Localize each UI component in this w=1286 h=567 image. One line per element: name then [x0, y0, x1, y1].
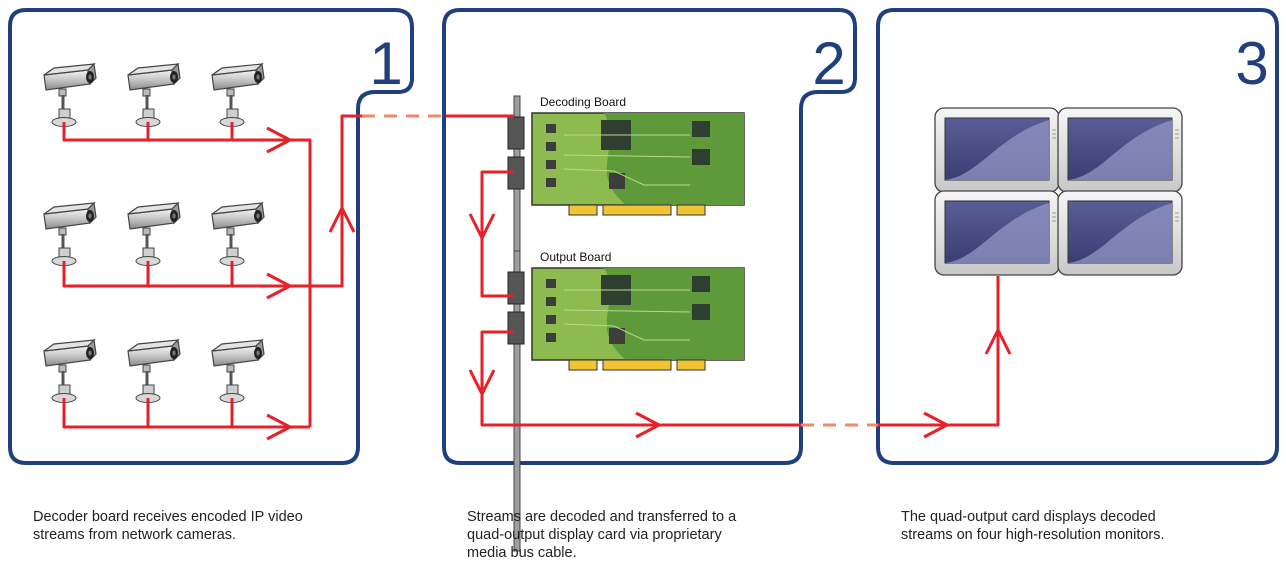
step-number-2: 2	[812, 30, 845, 97]
panel-3-caption: The quad-output card displays decoded st…	[901, 509, 1165, 543]
panel-2-caption: Streams are decoded and transferred to a…	[467, 509, 737, 561]
monitor-icon	[934, 190, 1060, 276]
panel-1-caption: Decoder board receives encoded IP video …	[33, 509, 303, 543]
monitor-icon	[934, 107, 1060, 193]
panel-2-signal-lines	[446, 114, 801, 439]
decoding-board-label: Decoding Board	[540, 95, 626, 109]
monitor-icon	[1057, 107, 1183, 193]
panel-1-signal-lines	[62, 114, 362, 441]
output-board-label: Output Board	[540, 250, 611, 264]
panel-3-signal-lines	[878, 276, 1012, 439]
step-number-3: 3	[1235, 30, 1268, 97]
panel-2-frame	[442, 8, 857, 465]
step-number-1: 1	[369, 30, 402, 97]
monitor-icon	[1057, 190, 1183, 276]
